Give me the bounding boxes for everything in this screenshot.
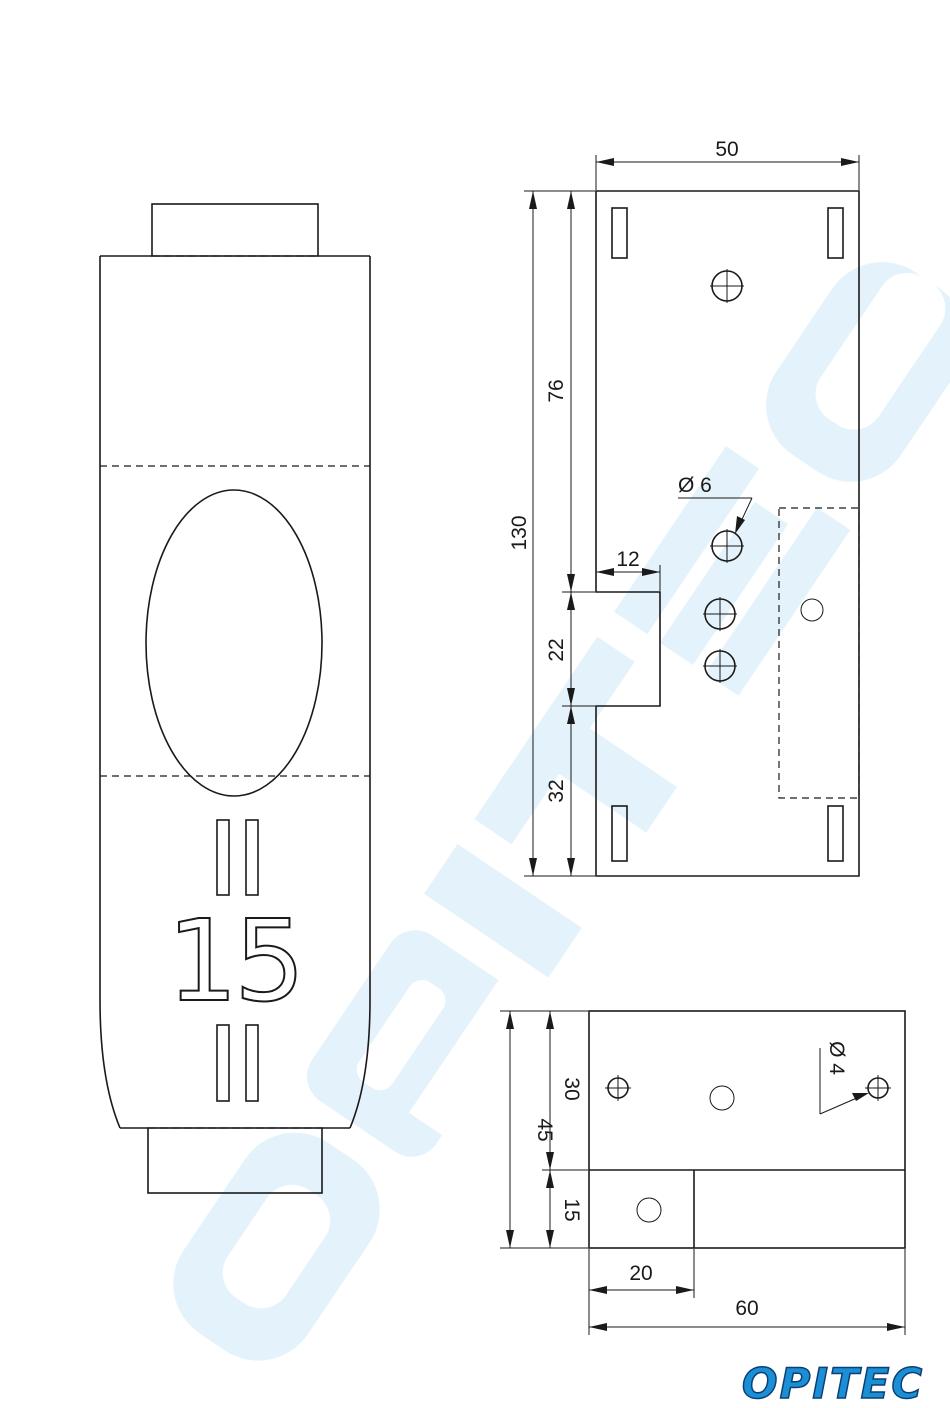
dimension-label: 50 bbox=[715, 138, 738, 161]
hole bbox=[801, 599, 823, 621]
dimension-label: 15 bbox=[560, 1198, 583, 1221]
dimension-label: Ø 4 bbox=[825, 1041, 848, 1075]
slot bbox=[246, 1025, 258, 1101]
opitec-logo: OPITEC bbox=[742, 1359, 924, 1408]
dimension-label: Ø 6 bbox=[678, 474, 712, 497]
dimension-label: 76 bbox=[545, 379, 568, 402]
logo-text: OPITEC bbox=[742, 1359, 924, 1408]
slot bbox=[217, 1025, 229, 1101]
dimension-label: 12 bbox=[616, 548, 639, 571]
slot bbox=[217, 820, 229, 895]
hole bbox=[637, 1198, 661, 1222]
slot bbox=[828, 806, 843, 861]
dimension-label: 45 bbox=[533, 1118, 556, 1141]
oval-cutout bbox=[146, 490, 322, 796]
hole-with-crosshair bbox=[710, 269, 744, 303]
dimension-label: 20 bbox=[629, 1262, 652, 1285]
dimension-label: 30 bbox=[560, 1077, 583, 1100]
slot bbox=[828, 208, 843, 258]
plate-outline bbox=[589, 1011, 905, 1248]
bottom-plate: Ø 4 45 30 15 20 bbox=[500, 1011, 905, 1335]
dimension-label: 60 bbox=[735, 1297, 758, 1320]
dimension-width-20: 20 bbox=[589, 1249, 694, 1335]
dimension-label: 22 bbox=[545, 638, 568, 661]
slot bbox=[612, 208, 627, 258]
dimension-width-50: 50 bbox=[596, 138, 859, 190]
slot bbox=[246, 820, 258, 895]
hole-with-crosshair bbox=[605, 1075, 631, 1101]
hole-with-crosshair bbox=[865, 1075, 891, 1101]
top-tab bbox=[152, 204, 318, 256]
dimension-label: 32 bbox=[545, 779, 568, 802]
part-number: 15 bbox=[167, 897, 302, 1027]
hole-callout: Ø 4 bbox=[820, 1041, 869, 1114]
dimension-label: 130 bbox=[508, 515, 531, 550]
hole bbox=[710, 1086, 734, 1110]
